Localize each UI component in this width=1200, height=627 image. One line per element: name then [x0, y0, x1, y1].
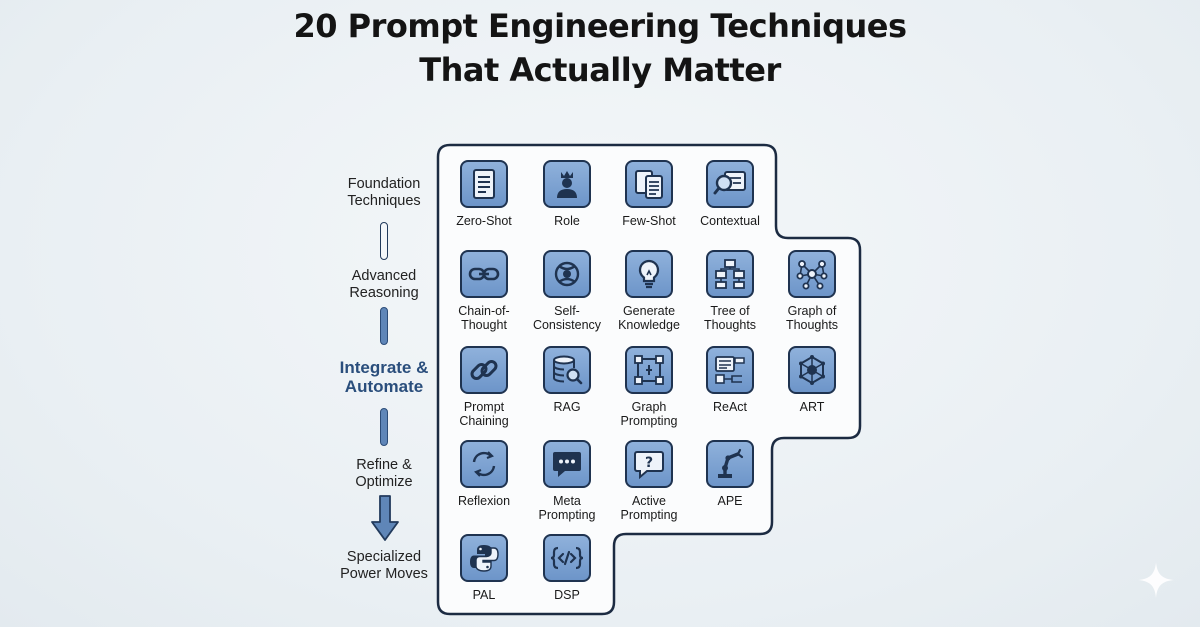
- database-search-icon: [543, 346, 591, 394]
- title-line-1: 20 Prompt Engineering Techniques: [293, 7, 907, 45]
- code-brackets-icon: [543, 534, 591, 582]
- person-crown-icon: [543, 160, 591, 208]
- magnifier-document-icon: [706, 160, 754, 208]
- svg-text:?: ?: [645, 455, 653, 471]
- chat-bubble-icon: [543, 440, 591, 488]
- page-title: 20 Prompt Engineering Techniques That Ac…: [0, 4, 1200, 92]
- refresh-arrows-icon: [460, 440, 508, 488]
- sparkle-icon: [1138, 562, 1174, 598]
- hub-network-icon: [788, 346, 836, 394]
- technique-ape: APE: [688, 440, 772, 508]
- stage-refine: Refine & Optimize: [355, 457, 413, 490]
- stage-advanced: Advanced Reasoning: [349, 268, 419, 301]
- progress-bar-1: [380, 222, 388, 260]
- technique-dsp: DSP: [525, 534, 609, 602]
- technique-contextual: Contextual: [688, 160, 772, 228]
- robot-arm-icon: [706, 440, 754, 488]
- stage-integrate: Integrate & Automate: [339, 358, 429, 396]
- link-icon: [460, 346, 508, 394]
- technique-zero-shot: Zero-Shot: [442, 160, 526, 228]
- progress-arrow-icon: [371, 495, 399, 541]
- cycle-loop-icon: [543, 250, 591, 298]
- technique-chain-of-thought: Chain-of-Thought: [442, 250, 526, 332]
- technique-role: Role: [525, 160, 609, 228]
- technique-few-shot: Few-Shot: [607, 160, 691, 228]
- stage-specialized: Specialized Power Moves: [340, 549, 428, 582]
- technique-self-consistency: Self-Consistency: [525, 250, 609, 332]
- technique-rag: RAG: [525, 346, 609, 414]
- progress-bar-3: [380, 408, 388, 446]
- chain-link-icon: [460, 250, 508, 298]
- question-bubble-icon: ?: [625, 440, 673, 488]
- progress-bar-2: [380, 307, 388, 345]
- technique-react: ReAct: [688, 346, 772, 414]
- tree-hierarchy-icon: [706, 250, 754, 298]
- python-logo-icon: [460, 534, 508, 582]
- checklist-flow-icon: [706, 346, 754, 394]
- title-line-2: That Actually Matter: [419, 51, 781, 89]
- technique-art: ART: [770, 346, 854, 414]
- stage-foundation: Foundation Techniques: [347, 176, 421, 209]
- network-graph-icon: [788, 250, 836, 298]
- documents-icon: [625, 160, 673, 208]
- technique-reflexion: Reflexion: [442, 440, 526, 508]
- technique-pal: PAL: [442, 534, 526, 602]
- document-icon: [460, 160, 508, 208]
- graph-nodes-icon: [625, 346, 673, 394]
- lightbulb-icon: [625, 250, 673, 298]
